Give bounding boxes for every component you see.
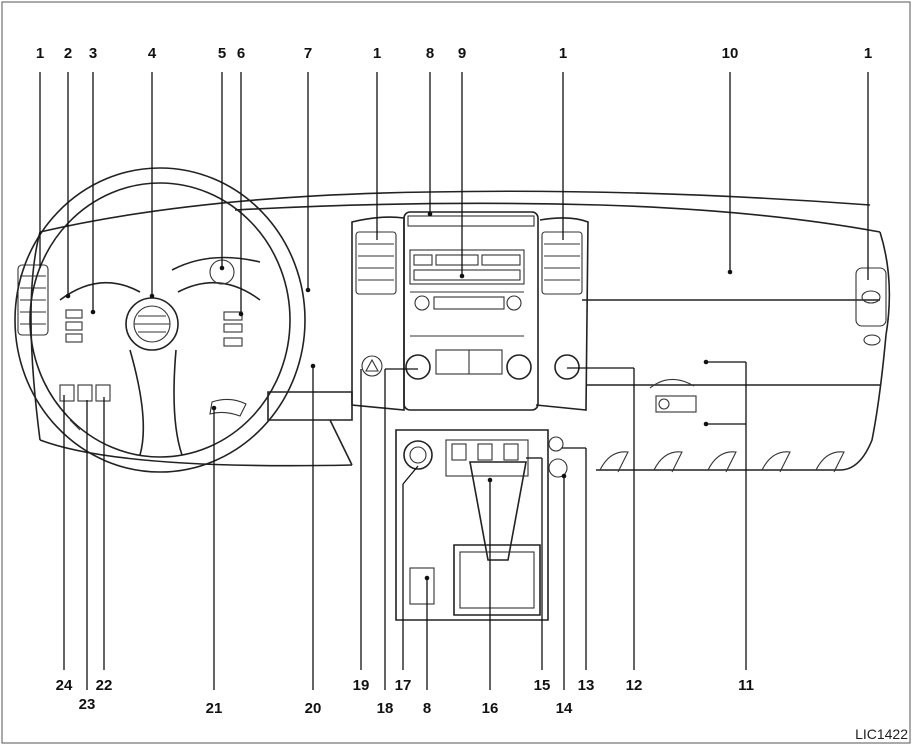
leader-dots (65, 211, 733, 581)
center-stack (351, 211, 589, 411)
switch-13 (548, 436, 564, 452)
lower-left-switches (59, 384, 111, 431)
callout-bottom-21: 21 (206, 700, 223, 717)
callout-bottom-14: 14 (556, 700, 573, 717)
center-vent-right (541, 231, 583, 295)
callout-top-10: 10 (722, 45, 739, 62)
switch-14 (548, 458, 568, 478)
leader-lines-bottom (63, 361, 747, 690)
left-side-vent (17, 264, 49, 336)
figure-code: LIC1422 (855, 726, 908, 742)
callout-bottom-18: 18 (377, 700, 394, 717)
callout-bottom-22: 22 (96, 677, 113, 694)
passenger-side (599, 267, 887, 473)
console-switch-bank (445, 439, 529, 477)
callout-top-5: 5 (218, 45, 226, 62)
audio-unit (409, 249, 525, 285)
callout-bottom-12: 12 (626, 677, 643, 694)
right-side-vent (855, 267, 887, 327)
leader-lines-top (39, 72, 869, 314)
dashboard-outline (30, 190, 891, 471)
callout-top-4: 4 (148, 45, 157, 62)
callouts-top: 1 2 3 4 5 6 7 1 8 9 1 10 1 (36, 45, 872, 62)
callout-top-1d: 1 (864, 45, 872, 62)
callout-bottom-24: 24 (56, 677, 73, 694)
passenger-knob (554, 354, 580, 380)
callout-bottom-23: 23 (79, 696, 96, 713)
callouts-bottom: 24 23 22 21 20 19 18 17 8 16 15 14 13 12… (56, 677, 754, 717)
callout-top-7: 7 (304, 45, 312, 62)
climate-knob-left (405, 354, 431, 380)
callout-top-2: 2 (64, 45, 72, 62)
callout-top-9: 9 (458, 45, 466, 62)
center-vent-left (355, 231, 397, 295)
callout-bottom-11: 11 (738, 677, 754, 694)
callout-top-6: 6 (237, 45, 245, 62)
callout-top-1c: 1 (559, 45, 567, 62)
callout-bottom-15: 15 (534, 677, 551, 694)
callout-top-1a: 1 (36, 45, 44, 62)
callout-bottom-19: 19 (353, 677, 370, 694)
callout-bottom-17: 17 (395, 677, 412, 694)
shift-boot (453, 544, 541, 616)
parking-brake-lever (409, 567, 435, 605)
callout-top-1b: 1 (373, 45, 381, 62)
hazard-button (361, 355, 383, 377)
callout-bottom-8: 8 (423, 700, 431, 717)
power-outlet (403, 440, 433, 470)
climate-knob-right (506, 354, 532, 380)
callout-top-8: 8 (426, 45, 434, 62)
callout-bottom-13: 13 (578, 677, 595, 694)
center-console (395, 429, 568, 621)
glove-box-lock (655, 395, 697, 413)
callout-top-3: 3 (89, 45, 97, 62)
callout-bottom-16: 16 (482, 700, 499, 717)
steering-wheel (14, 167, 306, 473)
callout-bottom-20: 20 (305, 700, 322, 717)
shift-lever (469, 461, 527, 561)
